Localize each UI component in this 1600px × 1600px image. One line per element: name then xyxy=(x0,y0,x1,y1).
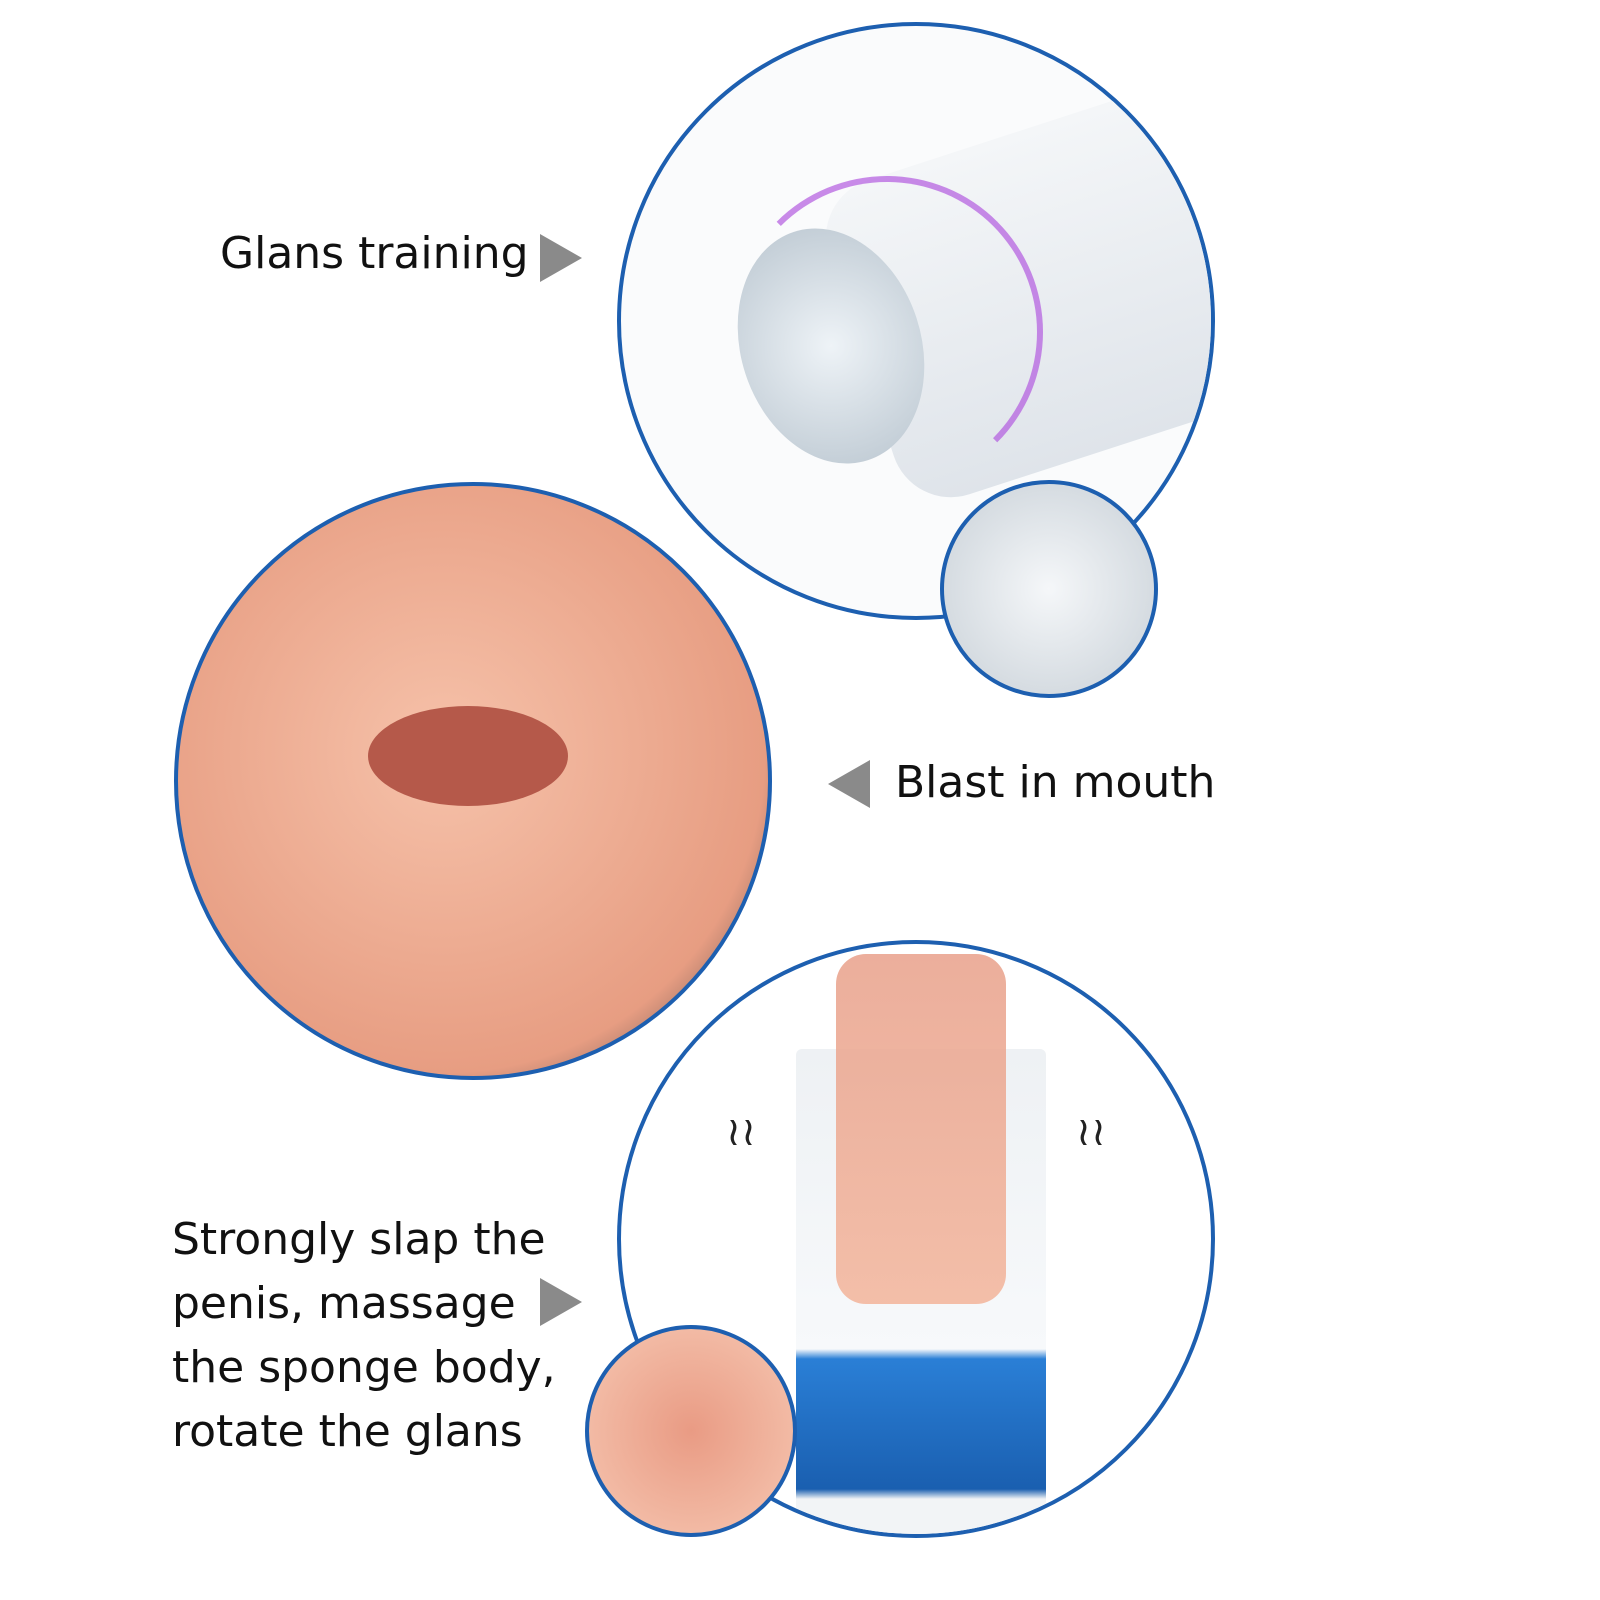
product-image-glans-training xyxy=(617,22,1215,620)
arrow-left-icon xyxy=(828,760,870,808)
description-line: the sponge body, xyxy=(172,1342,556,1393)
detail-inner-nubs xyxy=(585,1325,797,1537)
arrow-right-icon xyxy=(540,1278,582,1326)
feature-description: Strongly slap the penis, massage the spo… xyxy=(172,1208,556,1464)
entrance-opening xyxy=(368,706,568,806)
product-image-vibration: ≀≀ ≀≀ xyxy=(617,940,1215,1538)
description-line: rotate the glans xyxy=(172,1406,523,1457)
arrow-right-icon xyxy=(540,234,582,282)
product-image-mouth-entrance xyxy=(174,482,772,1080)
detail-inner-texture xyxy=(940,480,1158,698)
feature-label-blast-in-mouth: Blast in mouth xyxy=(895,757,1216,808)
vibration-icon: ≀≀ xyxy=(1076,1109,1106,1155)
description-line: penis, massage xyxy=(172,1278,516,1329)
feature-label-glans-training: Glans training xyxy=(220,228,529,279)
rotation-arrow-icon xyxy=(731,176,1043,488)
inner-sleeve xyxy=(836,954,1006,1304)
description-line: Strongly slap the xyxy=(172,1214,546,1265)
vibration-icon: ≀≀ xyxy=(726,1109,756,1155)
